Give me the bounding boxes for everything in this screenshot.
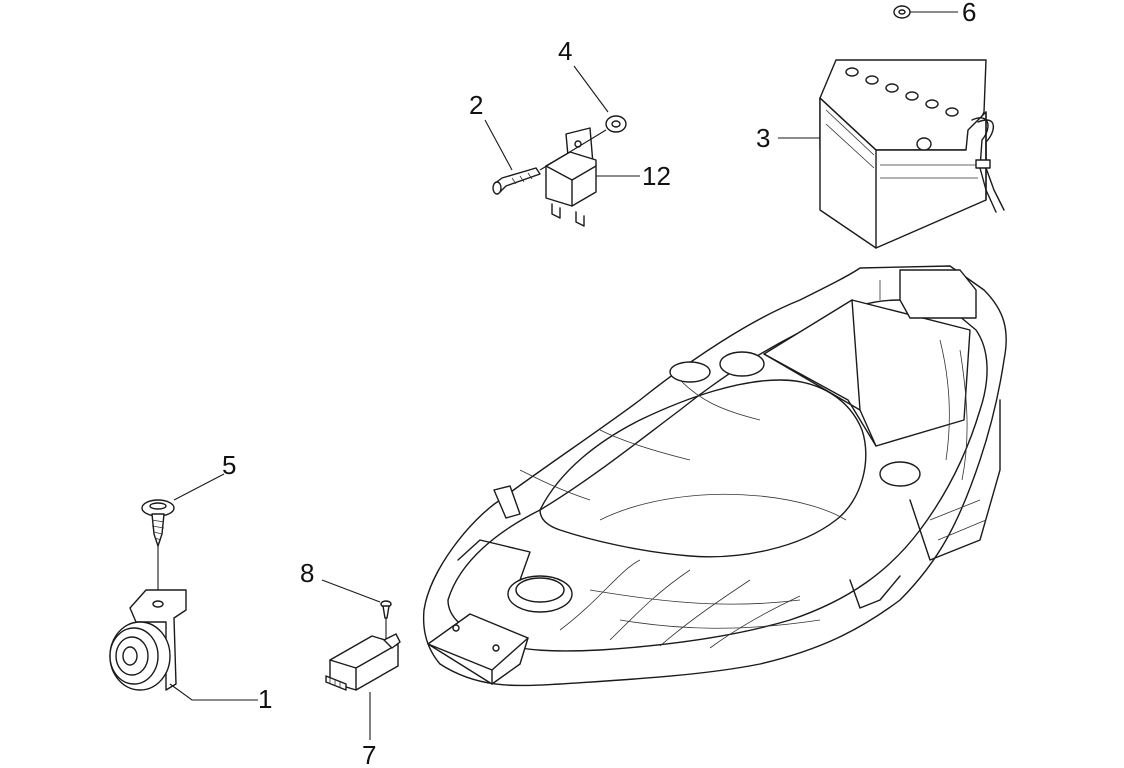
callout-4: 4 — [558, 36, 572, 66]
battery-part-3 — [819, 59, 1005, 249]
callout-5: 5 — [222, 450, 236, 480]
nut-part-4 — [605, 115, 627, 133]
callout-12: 12 — [642, 161, 671, 191]
callout-8: 8 — [300, 558, 314, 588]
assembly-axis-relay — [539, 129, 607, 171]
callout-6: 6 — [962, 0, 976, 27]
leader-line-2 — [484, 119, 513, 171]
underseat-storage-tray — [422, 265, 1007, 687]
callout-7: 7 — [362, 740, 376, 768]
screw-part-8 — [380, 600, 392, 619]
horn-part-1 — [109, 589, 187, 691]
battery-terminal-caps — [845, 67, 959, 151]
callout-1: 1 — [258, 684, 272, 714]
leader-line-8 — [321, 579, 381, 603]
leader-line-5 — [173, 473, 225, 501]
leader-line-1 — [169, 683, 258, 701]
relay-part-12 — [545, 127, 597, 227]
screw-part-2 — [492, 167, 541, 195]
leader-line-4 — [573, 65, 609, 113]
callout-3: 3 — [756, 123, 770, 153]
screw-part-5 — [141, 499, 175, 547]
washer-part-6 — [893, 5, 911, 19]
callout-2: 2 — [469, 90, 483, 120]
electronic-module-part-7 — [325, 633, 401, 691]
